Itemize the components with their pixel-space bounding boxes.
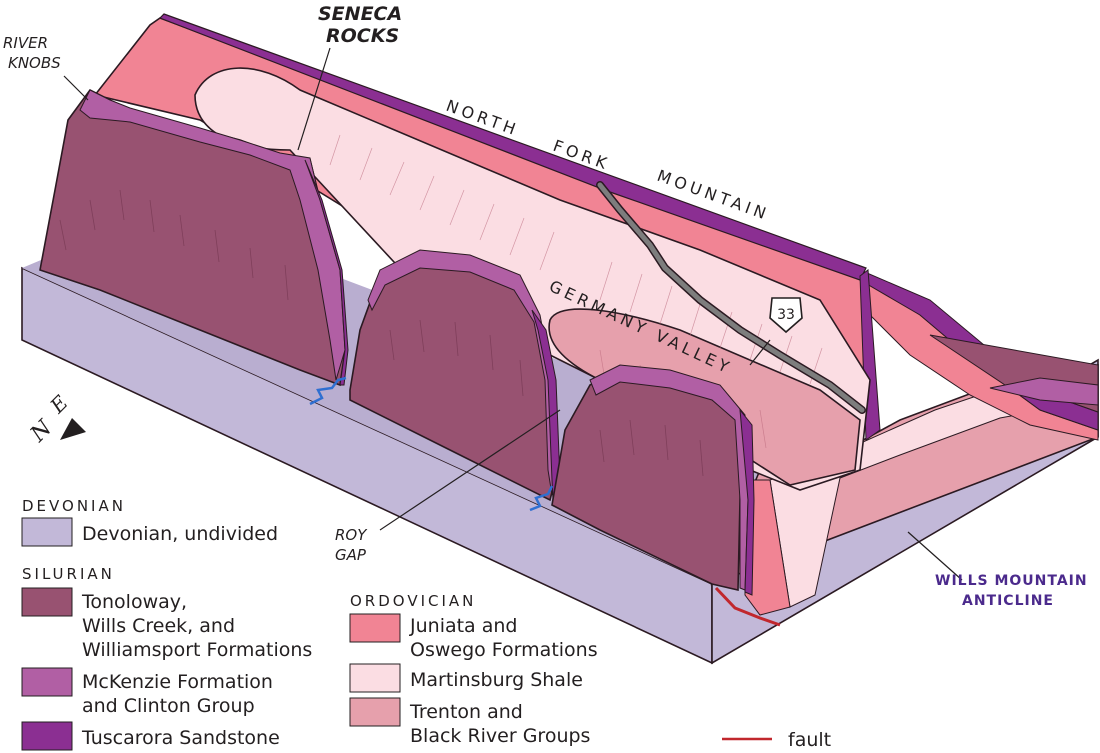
legend-swatch-juniata xyxy=(349,613,401,643)
label-river-knobs-1: RIVER xyxy=(3,34,48,52)
legend-text-tuscarora: Tuscarora Sandstone xyxy=(81,727,280,749)
legend-swatch-devonian xyxy=(21,517,73,547)
label-seneca-rocks-1: SENECA xyxy=(318,3,402,25)
middle-ridge xyxy=(349,249,561,502)
legend-text-fault: fault xyxy=(788,729,831,751)
legend-text-trenton-2: Black River Groups xyxy=(410,725,590,747)
label-roy-gap-1: ROY xyxy=(335,526,368,544)
slope-hatching xyxy=(59,189,704,477)
legend-text-trenton-1: Trenton and xyxy=(409,701,523,723)
legend-swatch-tonoloway xyxy=(21,587,73,617)
legend-text-tonoloway-3: Williamsport Formations xyxy=(82,639,312,661)
legend-text-mckenzie-2: and Clinton Group xyxy=(82,695,255,717)
right-cross-section xyxy=(710,269,1099,616)
leader-lines xyxy=(63,47,963,581)
svg-text:33: 33 xyxy=(777,307,795,323)
legend-heading-devonian: DEVONIAN xyxy=(22,497,126,515)
legend-text-juniata-2: Oswego Formations xyxy=(410,639,598,661)
label-anticline: ANTICLINE xyxy=(962,593,1054,609)
route-33-shield: 33 xyxy=(769,297,803,334)
river-knobs-ridge xyxy=(39,88,349,387)
label-river-knobs-2: KNOBS xyxy=(8,54,61,72)
north-arrow-icon xyxy=(60,418,86,440)
label-roy-gap-2: GAP xyxy=(335,546,367,564)
legend-heading-silurian: SILURIAN xyxy=(22,565,115,583)
stream-roy-gap xyxy=(529,485,554,512)
legend-text-tonoloway-1: Tonoloway, xyxy=(81,591,187,613)
legend-swatch-martinsburg xyxy=(349,663,401,693)
stream-seneca-gap xyxy=(309,376,347,406)
legend-text-martinsburg: Martinsburg Shale xyxy=(410,669,583,691)
legend-swatch-mckenzie xyxy=(21,667,73,697)
legend-text-tonoloway-2: Wills Creek, and xyxy=(82,615,235,637)
fault-line xyxy=(714,586,781,627)
compass-n-letter: N xyxy=(25,415,58,448)
legend: DEVONIAN Devonian, undivided SILURIAN To… xyxy=(21,497,831,751)
legend-swatch-tuscarora xyxy=(21,721,73,751)
legend-text-mckenzie-1: McKenzie Formation xyxy=(82,671,273,693)
route-33-road-fill xyxy=(597,182,865,413)
compass: N E xyxy=(25,390,86,448)
legend-text-juniata-1: Juniata and xyxy=(409,615,518,637)
front-ridge xyxy=(551,364,755,596)
legend-swatch-trenton xyxy=(349,697,401,727)
label-wills-mountain: WILLS MOUNTAIN xyxy=(935,573,1088,589)
compass-e-letter: E xyxy=(45,390,73,418)
legend-heading-ordovician: ORDOVICIAN xyxy=(350,592,476,610)
label-seneca-rocks-2: ROCKS xyxy=(326,25,399,47)
legend-text-devonian: Devonian, undivided xyxy=(82,523,278,545)
